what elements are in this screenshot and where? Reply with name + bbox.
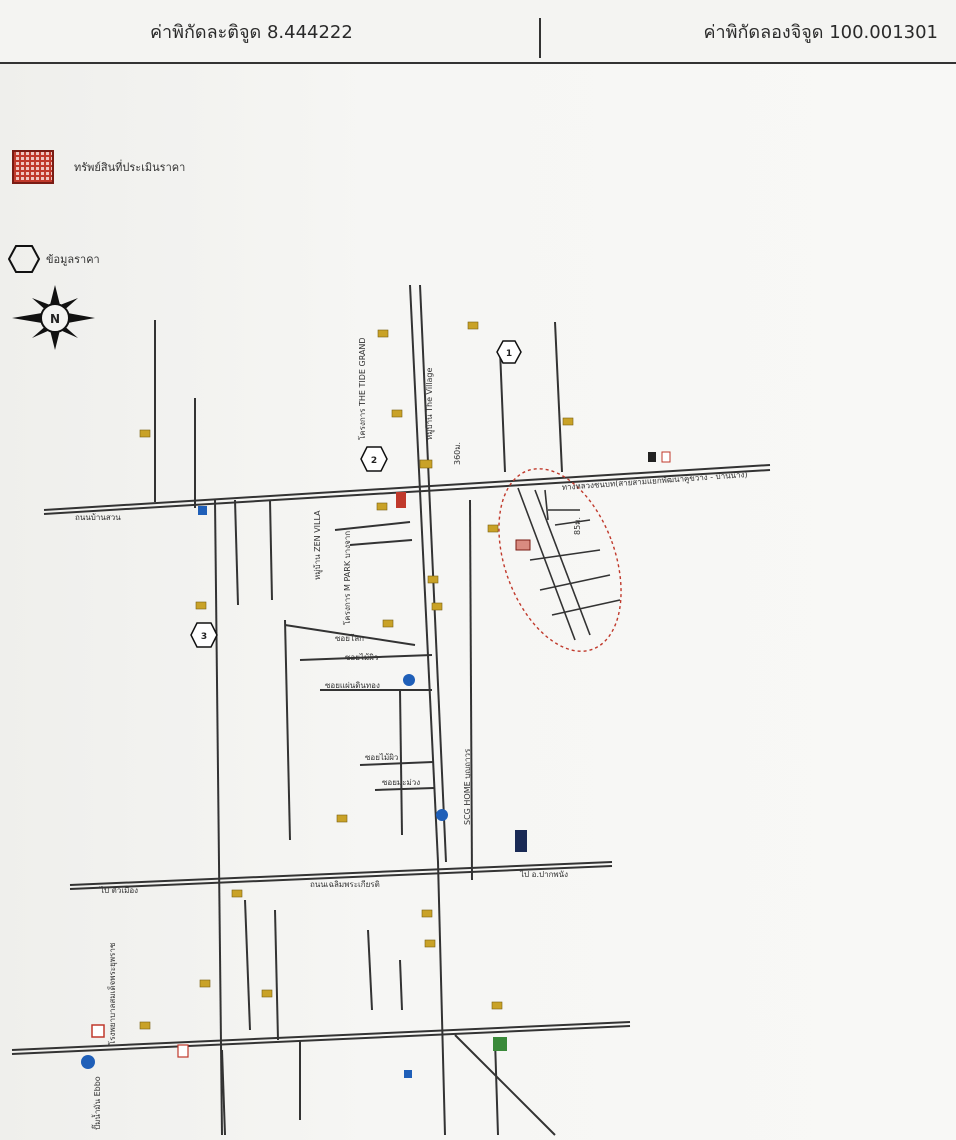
longitude-label: ค่าพิกัดลองจิจูด 100.001301: [703, 21, 938, 43]
subject-property-marker: [515, 539, 531, 551]
main-roads: [11, 284, 771, 1136]
subject-area-outline: [498, 468, 622, 652]
compass-icon: N: [12, 285, 95, 350]
legend-price: ข้อมูลราคา: [8, 244, 100, 274]
label-hospital: โรงพยาบาลสมเด็จพระยุพราช: [107, 942, 117, 1045]
price-marker-1-icon: 1: [496, 340, 522, 364]
property-swatch-icon: [12, 150, 54, 184]
subject-area-roads: [517, 487, 621, 641]
store-icon: [396, 492, 406, 508]
label-scg-home: SCG HOME บุญถาวร: [463, 748, 472, 825]
price-marker-2-icon: 2: [360, 446, 388, 472]
gas-station-icon: [493, 1037, 507, 1051]
label-soi-5: ซอยมะม่วง: [382, 778, 420, 787]
label-tide-grand: โครงการ THE TIDE GRAND: [357, 337, 367, 440]
hospital-icon: [91, 1024, 105, 1038]
latitude-label: ค่าพิกัดละติจูด 8.444222: [150, 21, 353, 43]
label-distance-360: 360ม.: [453, 442, 462, 465]
label-lower-road: ถนนเฉลิมพระเกียรติ: [310, 880, 380, 889]
coordinate-header: ค่าพิกัดละติจูด 8.444222 ค่าพิกัดลองจิจู…: [0, 0, 956, 64]
label-to-city: ไป ตัวเมือง: [99, 886, 138, 895]
label-soi-4: ซอยไม้ผิว: [365, 753, 398, 762]
temple-icon: [648, 452, 656, 462]
label-m-park: โครงการ M PARK บางจาก: [342, 531, 352, 625]
landmark-icons: [198, 506, 527, 1078]
label-top-road: ทางหลวงชนบท(สายสามแยกพัฒนาคูขวาง - บ้านน…: [562, 470, 748, 493]
compass-letter: N: [50, 312, 60, 326]
label-soi-1: ซอยโลก: [335, 633, 364, 643]
header-divider: [539, 18, 541, 58]
legend-property: ทรัพย์สินที่ประเมินราคา: [12, 150, 185, 184]
svg-text:3: 3: [201, 632, 207, 642]
ebbo-icon: [81, 1055, 95, 1069]
label-zen-villa: หมู่บ้าน ZEN VILLA: [313, 510, 323, 580]
label-distance-85: 85ม.: [573, 517, 582, 535]
school-icon: [661, 451, 671, 463]
label-soi-2: ซอยไม้ผิว: [345, 653, 378, 662]
village-icons: [139, 321, 574, 1030]
legend-price-label: ข้อมูลราคา: [46, 253, 100, 266]
svg-text:2: 2: [371, 456, 377, 466]
road-map: N: [11, 284, 771, 1136]
label-village: หมู่บ้าน The Village: [425, 368, 435, 440]
price-marker-3-icon: 3: [190, 622, 218, 648]
svg-text:1: 1: [506, 349, 512, 359]
label-ebbo: ปั๊มน้ำมัน Ebbo: [91, 1076, 102, 1130]
legend-property-label: ทรัพย์สินที่ประเมินราคา: [74, 161, 186, 174]
label-soi-3: ซอยแผ่นดินทอง: [325, 681, 380, 690]
label-to-pakpanang: ไป อ.ปากพนัง: [519, 870, 568, 879]
label-main-road: ถนนบ้านสวน: [75, 513, 121, 522]
hexagon-icon: [8, 245, 40, 273]
building-icon: [177, 1044, 189, 1058]
